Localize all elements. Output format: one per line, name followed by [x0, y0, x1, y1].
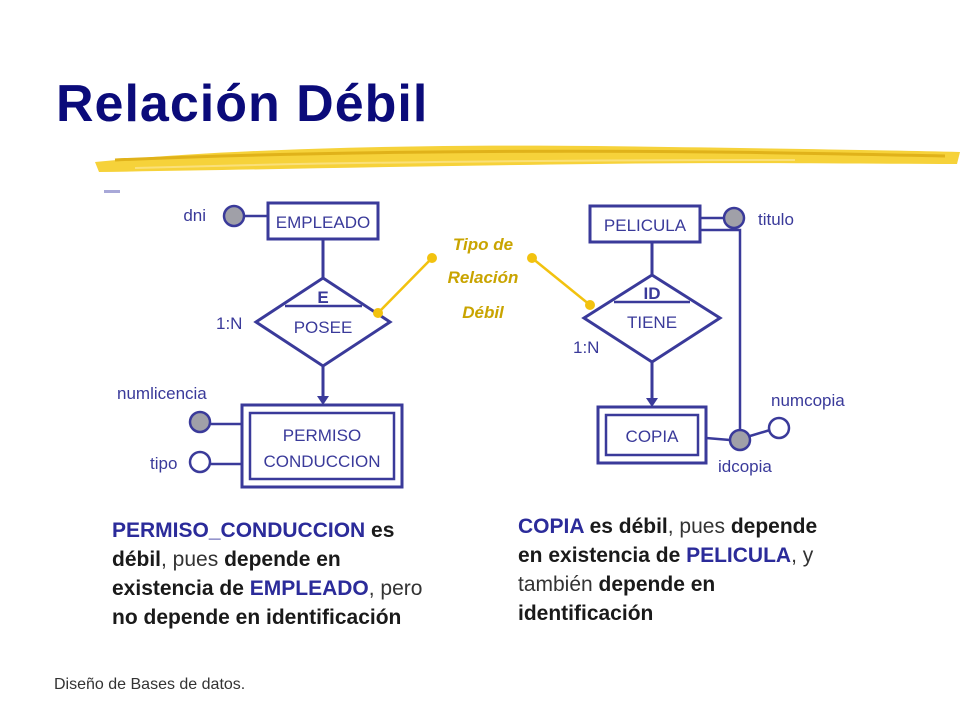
- cardinality-left: 1:N: [216, 314, 242, 333]
- caption-right-text: también: [518, 573, 599, 596]
- caption-right-text: , y: [791, 544, 814, 567]
- attr-numcopia-label: numcopia: [771, 391, 845, 410]
- attr-numlicencia-key: [188, 410, 212, 434]
- bullet-mark: [104, 190, 120, 193]
- caption-left-text: , pero: [368, 577, 423, 600]
- attr-titulo-label: titulo: [758, 210, 794, 229]
- attr-numlicencia-label: numlicencia: [117, 384, 207, 403]
- entity-pelicula-label: PELICULA: [604, 216, 687, 235]
- attr-dni-key: [222, 204, 246, 228]
- weak-entity-copia: [596, 405, 708, 465]
- attr-numcopia: [767, 416, 791, 440]
- attr-titulo-key: [722, 206, 746, 230]
- slide-title: Relación Débil: [56, 75, 429, 133]
- caption-permiso: PERMISO_CONDUCCION es débil, pues depend…: [112, 516, 472, 632]
- right-model: PELICULA titulo ID TIENE 1:N COPIA idcop…: [573, 204, 845, 476]
- caption-left-text: es: [365, 519, 395, 542]
- caption-right-text: en existencia de: [518, 544, 687, 567]
- weak-entity-permiso-line1: PERMISO: [283, 426, 361, 445]
- relationship-tiene-label: TIENE: [627, 313, 677, 332]
- caption-left-text: , pues: [161, 548, 225, 571]
- relation-type-label-2: Relación: [448, 268, 519, 287]
- slide-footer: Diseño de Bases de datos.: [54, 676, 246, 693]
- relation-type-label-3: Débil: [462, 303, 505, 322]
- caption-left-text: existencia de: [112, 577, 250, 600]
- caption-left-entity: PERMISO_CONDUCCION: [112, 519, 366, 542]
- attr-dni-label: dni: [183, 206, 206, 225]
- caption-right-text: depende: [730, 515, 818, 538]
- caption-right-text: depende en: [598, 573, 716, 596]
- weak-entity-permiso: [240, 403, 404, 489]
- cardinality-right: 1:N: [573, 338, 599, 357]
- relation-type-label-1: Tipo de: [453, 235, 513, 254]
- caption-right-text: es débil: [583, 515, 668, 538]
- caption-left-text: débil: [112, 548, 162, 571]
- entity-pelicula: [588, 204, 702, 244]
- caption-right-entity: COPIA: [518, 515, 584, 538]
- weak-entity-copia-label: COPIA: [626, 427, 680, 446]
- left-model: EMPLEADO dni E POSEE 1:N PERMISO CONDUCC…: [117, 201, 404, 489]
- caption-left-text: depende en: [224, 548, 341, 571]
- relation-type-connectors: Tipo de Relación Débil: [373, 235, 595, 322]
- caption-left-entity: EMPLEADO: [249, 577, 369, 600]
- relationship-posee-tag: E: [317, 288, 328, 307]
- attr-tipo-label: tipo: [150, 454, 177, 473]
- attr-tipo: [188, 450, 212, 474]
- relationship-tiene-tag: ID: [644, 284, 661, 303]
- yellow-brush-stroke: [95, 145, 960, 172]
- entity-empleado: [266, 201, 380, 241]
- weak-entity-permiso-line2: CONDUCCION: [263, 452, 380, 471]
- caption-copia: COPIA es débil, pues depende en existenc…: [518, 512, 858, 628]
- caption-right-entity: PELICULA: [686, 544, 792, 567]
- entity-empleado-label: EMPLEADO: [276, 213, 370, 232]
- caption-right-text: , pues: [667, 515, 731, 538]
- caption-left-text: no depende en identificación: [112, 606, 402, 629]
- attr-idcopia-label: idcopia: [718, 457, 772, 476]
- relationship-posee-label: POSEE: [294, 318, 353, 337]
- attr-idcopia-key: [728, 428, 752, 452]
- caption-right-text: identificación: [518, 602, 654, 625]
